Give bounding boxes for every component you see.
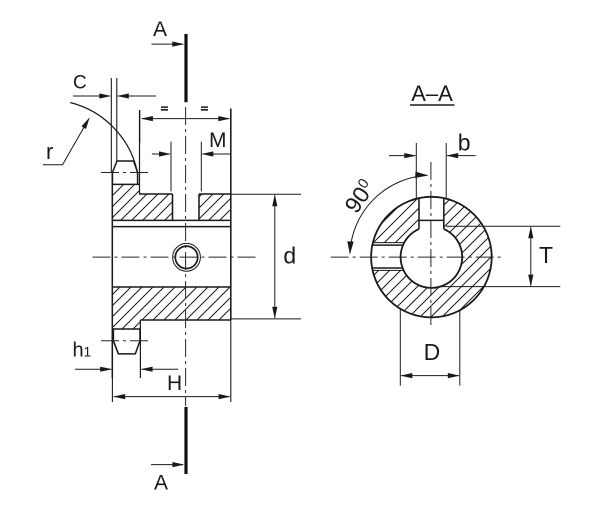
svg-text:r: r [46, 139, 53, 164]
svg-text:A: A [154, 471, 168, 494]
svg-text:T: T [539, 242, 553, 268]
svg-text:D: D [424, 339, 441, 365]
svg-text:C: C [73, 73, 87, 94]
svg-text:A–A: A–A [411, 81, 453, 106]
svg-text:d: d [283, 243, 296, 269]
svg-text:b: b [458, 129, 471, 155]
svg-text:M: M [209, 129, 227, 152]
svg-text:A: A [153, 18, 167, 41]
svg-text:h1: h1 [73, 340, 92, 362]
svg-text:H: H [167, 372, 182, 395]
